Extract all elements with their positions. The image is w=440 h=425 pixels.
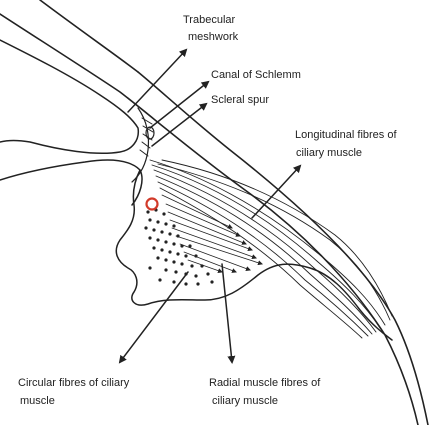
label-scleral-spur: Scleral spur [211,94,269,106]
highlight-ring [147,199,158,210]
label-trabecular-line2: meshwork [188,31,239,43]
label-canal-of-schlemm: Canal of Schlemm [211,69,301,81]
label-trabecular-line1: Trabecular [183,14,236,26]
trabecular-region [132,108,154,182]
iris-outline [0,40,142,205]
sclera-outline [0,0,428,425]
label-radial-line2: ciliary muscle [212,395,278,407]
label-longitudinal-line1: Longitudinal fibres of [295,129,397,141]
label-circular-line2: muscle [20,395,55,407]
label-radial-line1: Radial muscle fibres of [209,377,321,389]
longitudinal-fibres [150,160,392,338]
ciliary-body-outline [116,170,392,340]
label-circular-line1: Circular fibres of ciliary [18,377,130,389]
radial-fibres [162,195,262,272]
label-longitudinal-line2: ciliary muscle [296,147,362,159]
